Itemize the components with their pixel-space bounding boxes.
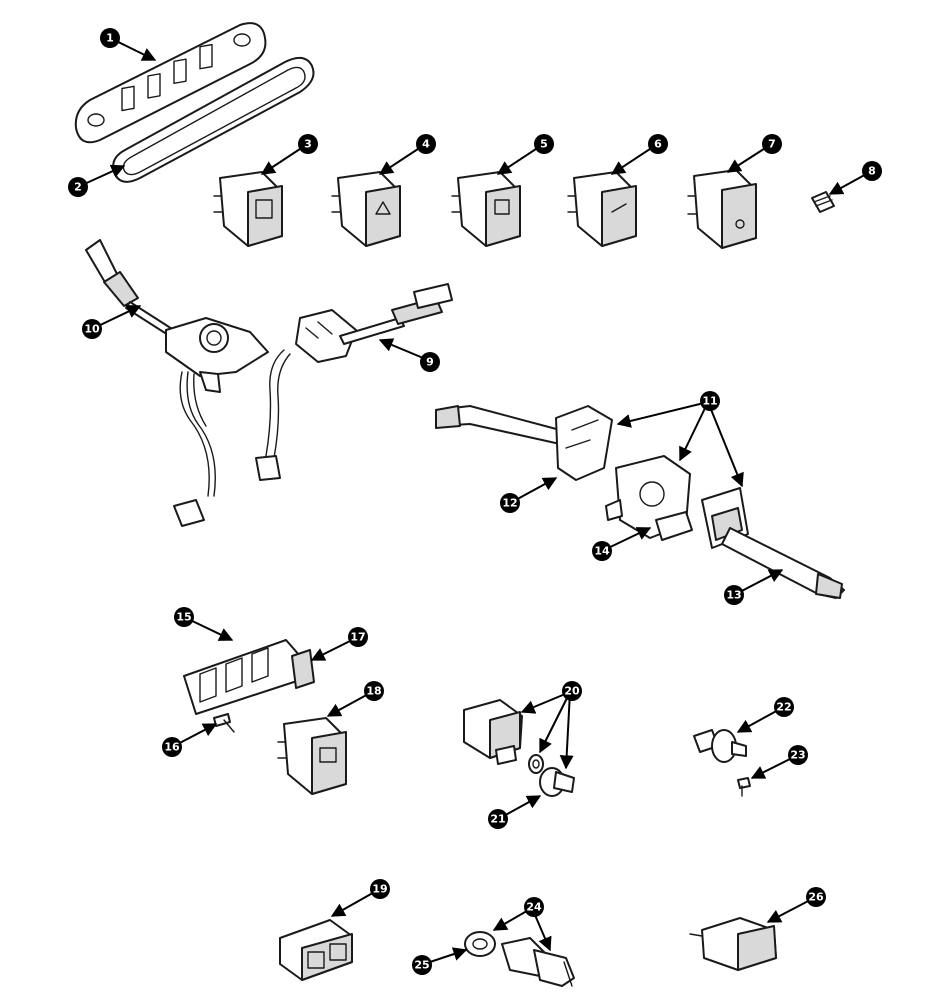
svg-text:3: 3	[304, 138, 312, 151]
rotary-switch-20	[463, 699, 544, 774]
svg-text:21: 21	[490, 813, 505, 826]
bulb	[811, 191, 835, 213]
callout-19: 19	[370, 879, 390, 899]
double-switch-19	[279, 919, 353, 981]
svg-text:10: 10	[84, 323, 100, 336]
svg-text:25: 25	[414, 959, 429, 972]
callout-7: 7	[762, 134, 782, 154]
rotary-knob-21	[539, 767, 575, 797]
svg-text:15: 15	[176, 611, 191, 624]
svg-text:19: 19	[372, 883, 387, 896]
callout-2: 2	[68, 177, 88, 197]
bulb-holder-22	[693, 729, 747, 763]
svg-text:12: 12	[502, 497, 517, 510]
rocker-switch-26	[689, 917, 777, 971]
svg-text:23: 23	[790, 749, 805, 762]
svg-text:8: 8	[868, 165, 876, 178]
callout-4: 4	[416, 134, 436, 154]
combination-switch-10	[85, 239, 269, 527]
push-switch-24	[501, 937, 575, 987]
svg-text:5: 5	[540, 138, 548, 151]
callout-18: 18	[364, 681, 384, 701]
callout-25: 25	[412, 955, 432, 975]
callout-8: 8	[862, 161, 882, 181]
callout-13: 13	[724, 585, 744, 605]
triple-switch-panel	[183, 639, 301, 715]
callout-24: 24	[524, 897, 544, 917]
callout-6: 6	[648, 134, 668, 154]
callout-15: 15	[174, 607, 194, 627]
rocker-switch-7	[687, 169, 757, 249]
callout-22: 22	[774, 697, 794, 717]
switch-body-14	[605, 455, 693, 541]
callout-17: 17	[348, 627, 368, 647]
callout-3: 3	[298, 134, 318, 154]
stalk-switch-12	[435, 405, 613, 481]
callout-1: 1	[100, 28, 120, 48]
callout-20: 20	[562, 681, 582, 701]
svg-text:13: 13	[726, 589, 741, 602]
svg-text:24: 24	[526, 901, 542, 914]
rocker-switch-3	[213, 171, 283, 247]
leader-lines	[79, 37, 871, 965]
callout-21: 21	[488, 809, 508, 829]
stalk-switch-13	[701, 487, 845, 599]
nut-25	[464, 931, 496, 957]
screw-16	[213, 713, 235, 733]
svg-text:17: 17	[350, 631, 365, 644]
svg-text:7: 7	[768, 138, 776, 151]
svg-text:9: 9	[426, 356, 434, 369]
callout-26: 26	[806, 887, 826, 907]
rocker-switch-6	[567, 171, 637, 247]
switch-lens-17	[291, 649, 315, 689]
svg-text:16: 16	[164, 741, 180, 754]
callout-5: 5	[534, 134, 554, 154]
svg-text:11: 11	[702, 395, 717, 408]
callout-10: 10	[82, 319, 102, 339]
callout-12: 12	[500, 493, 520, 513]
svg-text:2: 2	[74, 181, 82, 194]
svg-text:4: 4	[422, 138, 430, 151]
callout-9: 9	[420, 352, 440, 372]
svg-text:22: 22	[776, 701, 791, 714]
svg-text:6: 6	[654, 138, 662, 151]
svg-text:20: 20	[564, 685, 580, 698]
svg-text:26: 26	[808, 891, 824, 904]
switch-panel-bezel	[74, 22, 267, 144]
svg-text:18: 18	[366, 685, 381, 698]
svg-text:1: 1	[106, 32, 114, 45]
combination-switch-9	[255, 283, 453, 481]
callout-16: 16	[162, 737, 182, 757]
screw-23	[737, 777, 751, 797]
callout-11: 11	[700, 391, 720, 411]
rocker-switch-4	[331, 171, 401, 247]
callout-23: 23	[788, 745, 808, 765]
svg-text:14: 14	[594, 545, 610, 558]
rocker-switch-5	[451, 171, 521, 247]
callout-14: 14	[592, 541, 612, 561]
rocker-switch-18	[277, 717, 347, 795]
